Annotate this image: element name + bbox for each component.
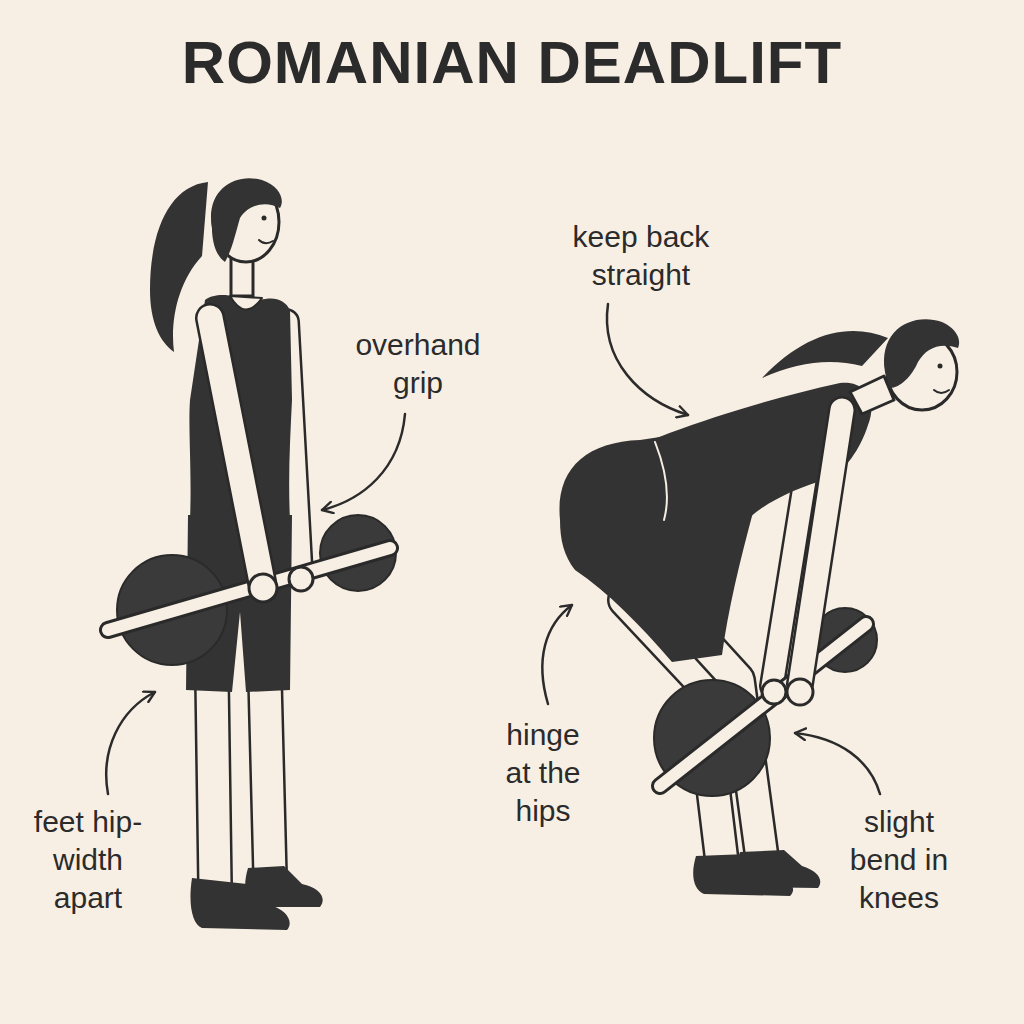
eye (262, 216, 267, 221)
callout-label: keep back straight (555, 218, 727, 294)
label-holder: hinge at the hips (490, 716, 596, 830)
leg-outline (265, 680, 270, 875)
arm-outline (800, 410, 842, 684)
leader-arrow (106, 692, 155, 794)
callout-label: slight bend in knees (836, 803, 962, 917)
hair (884, 319, 959, 388)
title-holder: ROMANIAN DEADLIFT (0, 28, 1024, 98)
leader-arrow (607, 304, 688, 415)
leg-outline (212, 680, 215, 885)
bar-outline (660, 624, 866, 786)
arm (800, 410, 842, 684)
leg (265, 680, 270, 875)
barbell (660, 624, 866, 786)
label-holder: keep back straight (555, 218, 727, 294)
waistband (655, 442, 667, 520)
callout-label: hinge at the hips (490, 716, 596, 830)
label-holder: overhand grip (338, 326, 498, 402)
leg (212, 680, 215, 885)
label-holder: feet hip-width apart (18, 803, 158, 917)
hair (211, 178, 282, 262)
shoe (737, 850, 820, 888)
arm-outline (210, 318, 262, 582)
leader-arrow (795, 733, 880, 794)
smile (934, 390, 949, 393)
smile (259, 240, 273, 243)
callout-label: overhand grip (338, 326, 498, 402)
callout-label: feet hip-width apart (18, 803, 158, 917)
leader-lines (106, 304, 880, 794)
neckline (230, 296, 262, 310)
arm (210, 318, 262, 582)
eye (938, 364, 943, 369)
label-holder: slight bend in knees (836, 803, 962, 917)
hand (762, 680, 786, 704)
shoe (190, 878, 289, 930)
hand (249, 574, 277, 602)
leader-arrow (542, 605, 572, 704)
ponytail (762, 331, 888, 378)
leader-arrow (322, 414, 405, 510)
title: ROMANIAN DEADLIFT (0, 28, 1024, 98)
hand (289, 567, 313, 591)
hand (787, 679, 813, 705)
standing-figure (108, 178, 396, 930)
